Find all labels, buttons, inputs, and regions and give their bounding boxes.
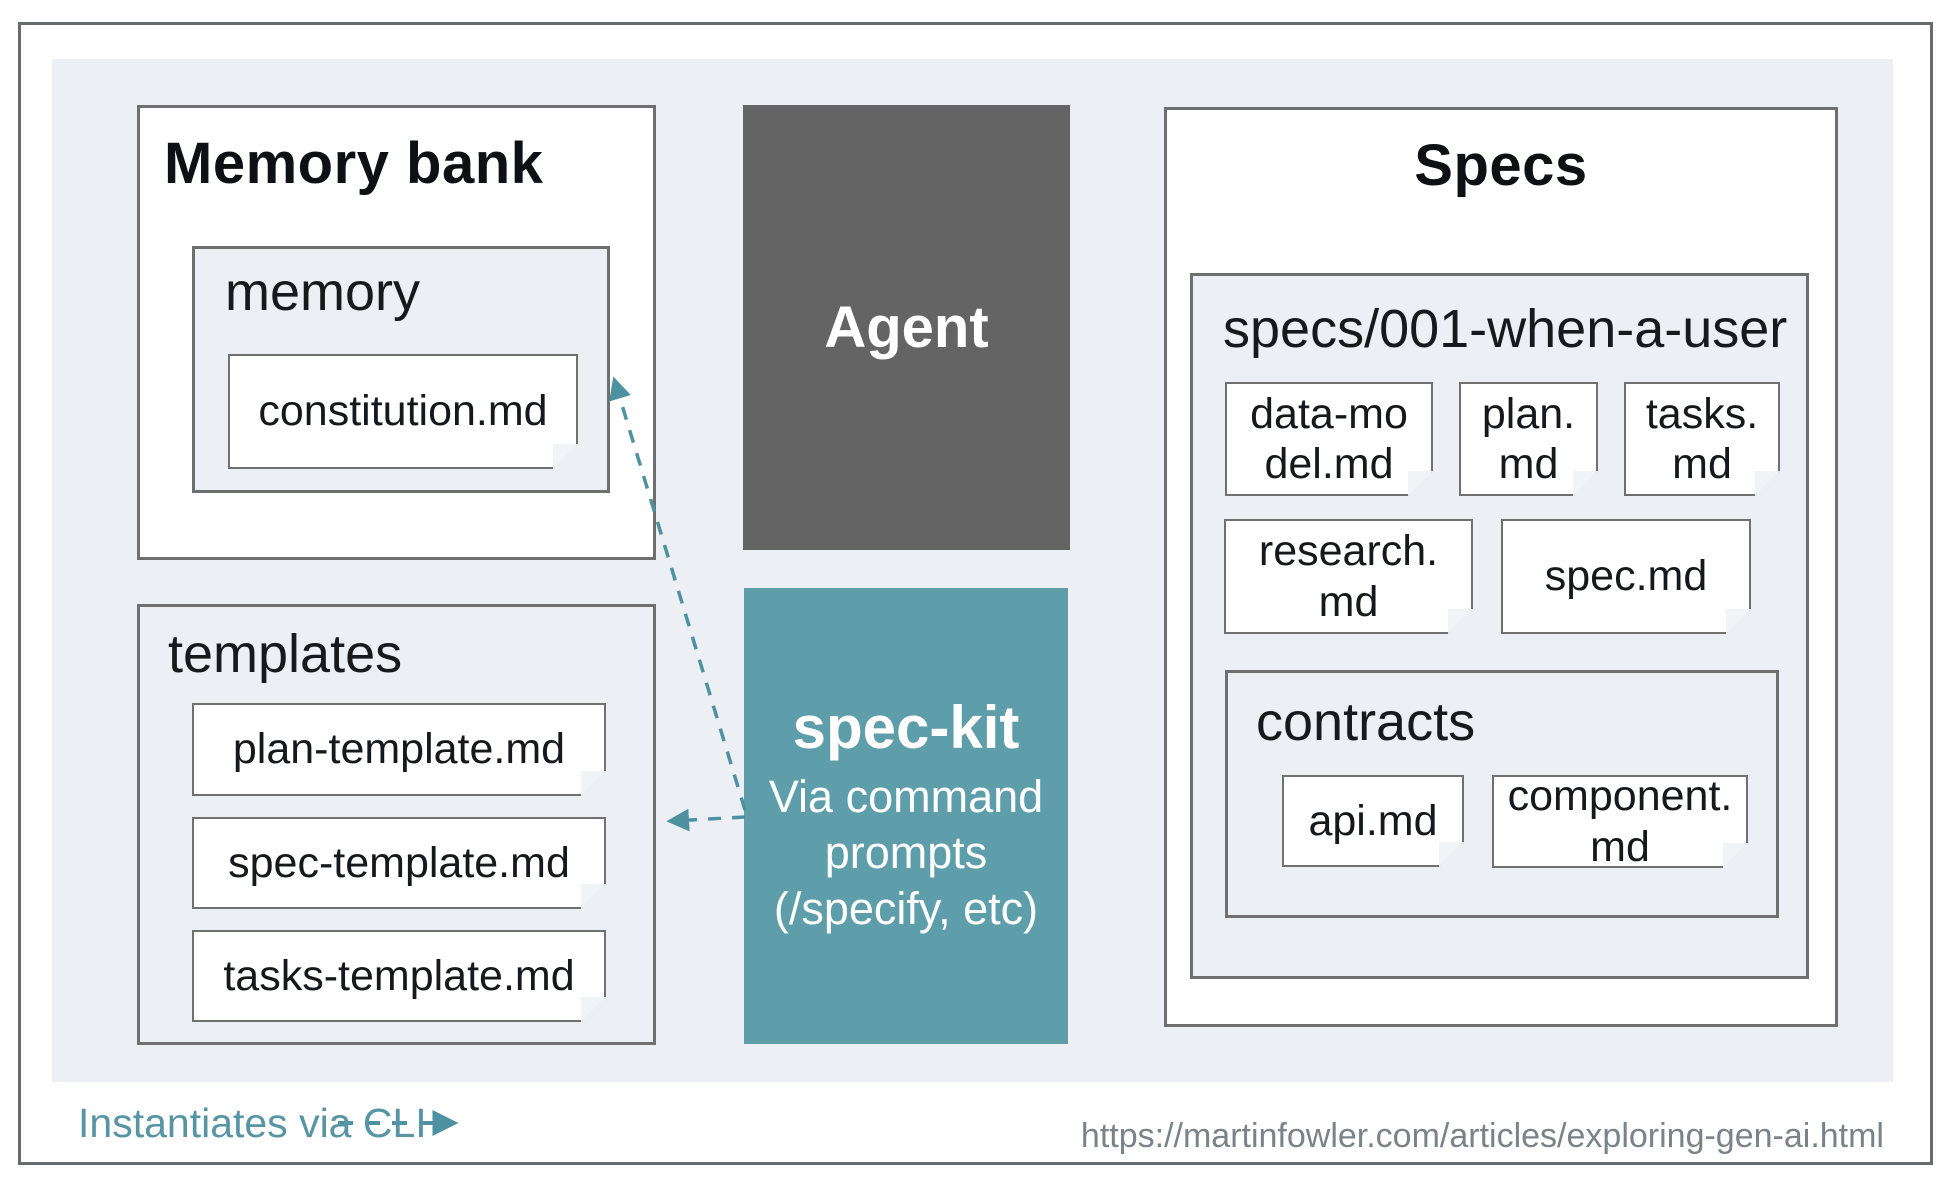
folded-corner-icon xyxy=(1726,609,1752,635)
spec-kit-subtitle: Via command prompts (/specify, etc) xyxy=(768,770,1044,935)
file-card-plan: plan. md xyxy=(1459,382,1598,496)
folded-corner-icon xyxy=(581,884,607,910)
footer-url: https://martinfowler.com/articles/explor… xyxy=(1080,1117,1884,1155)
file-card-label: component. md xyxy=(1507,772,1733,871)
file-card-research: research. md xyxy=(1224,519,1473,634)
file-card-label: plan. md xyxy=(1481,389,1576,488)
folded-corner-icon xyxy=(581,997,607,1023)
contracts-folder-label: contracts xyxy=(1256,692,1476,752)
memory-bank-box: Memory bank memory constitution.md xyxy=(137,105,656,560)
file-card-constitution: constitution.md xyxy=(228,354,578,469)
file-card-tasks: tasks. md xyxy=(1624,382,1780,496)
spec-kit-title: spec-kit xyxy=(792,693,1020,761)
folded-corner-icon xyxy=(1448,609,1474,635)
memory-folder-label: memory xyxy=(225,262,421,322)
folded-corner-icon xyxy=(1573,471,1599,497)
file-card-label: spec-template.md xyxy=(228,838,570,887)
file-card-spec: spec.md xyxy=(1501,519,1751,634)
folded-corner-icon xyxy=(553,444,579,470)
folded-corner-icon xyxy=(1439,842,1465,868)
file-card-label: constitution.md xyxy=(258,387,548,436)
file-card-label: tasks. md xyxy=(1645,389,1759,488)
file-card-label: api.md xyxy=(1308,796,1438,845)
specs-box: Specs specs/001-when-a-user data-mo del.… xyxy=(1164,107,1838,1027)
file-card-plan-template: plan-template.md xyxy=(192,703,606,796)
templates-folder-label: templates xyxy=(168,624,403,684)
agent-box: Agent xyxy=(743,105,1070,550)
file-card-data-model: data-mo del.md xyxy=(1225,382,1433,496)
memory-bank-title: Memory bank xyxy=(164,131,544,196)
specs-title: Specs xyxy=(1414,133,1588,198)
folded-corner-icon xyxy=(1755,471,1781,497)
folded-corner-icon xyxy=(581,771,607,797)
file-card-label: spec.md xyxy=(1544,552,1708,601)
legend-label: Instantiates via CLI xyxy=(78,1100,427,1146)
agent-label: Agent xyxy=(824,295,989,360)
file-card-label: research. md xyxy=(1258,527,1439,626)
specs-folder-label: specs/001-when-a-user xyxy=(1223,299,1788,359)
folded-corner-icon xyxy=(1408,471,1434,497)
file-card-spec-template: spec-template.md xyxy=(192,817,606,909)
spec-kit-box: spec-kit Via command prompts (/specify, … xyxy=(744,588,1068,1044)
memory-folder: memory constitution.md xyxy=(192,246,610,493)
file-card-label: tasks-template.md xyxy=(223,951,575,1000)
file-card-label: plan-template.md xyxy=(232,725,566,774)
templates-folder: templates plan-template.md spec-template… xyxy=(137,604,656,1045)
specs-folder: specs/001-when-a-user data-mo del.md pla… xyxy=(1190,273,1809,979)
file-card-tasks-template: tasks-template.md xyxy=(192,930,606,1022)
file-card-label: data-mo del.md xyxy=(1250,389,1408,488)
contracts-folder: contracts api.md component. md xyxy=(1225,670,1779,918)
file-card-api: api.md xyxy=(1282,775,1464,867)
file-card-component: component. md xyxy=(1492,772,1748,871)
page-border xyxy=(18,22,1933,1165)
